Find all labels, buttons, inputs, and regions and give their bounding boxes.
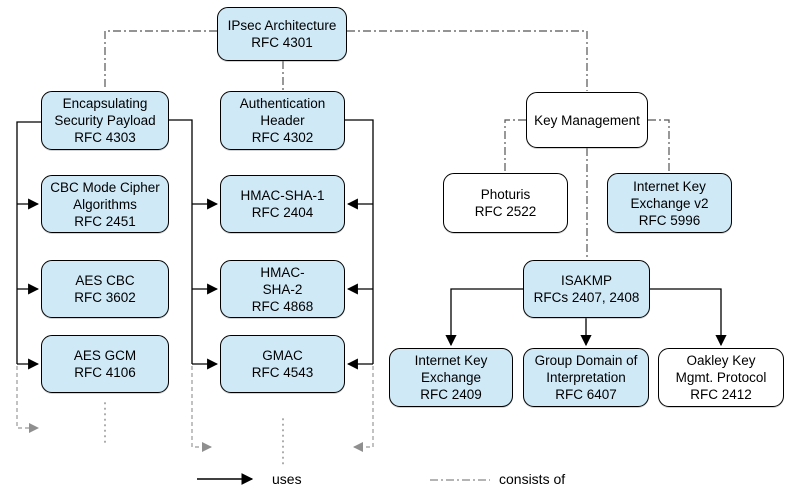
node-rfc: RFC 4543 xyxy=(251,365,314,380)
edge-isakmp-oakley-uses xyxy=(650,288,727,347)
node-label: GMAC xyxy=(262,348,303,363)
node-aes-cbc: AES CBC RFC 3602 xyxy=(41,260,169,318)
legend-uses-label: uses xyxy=(272,471,302,487)
edge-keymgmt-photuris-consists-of xyxy=(504,119,526,172)
node-label: Security Payload xyxy=(54,113,156,128)
edge-ipsec-esp-consists-of xyxy=(104,30,217,90)
legend-consists-of-label: consists of xyxy=(499,471,566,487)
node-label: IPsec Architecture xyxy=(227,18,337,33)
node-label: Encapsulating xyxy=(62,96,148,111)
node-label: HMAC- xyxy=(260,264,305,280)
continuation-mid-right-spine xyxy=(352,366,374,453)
node-photuris: Photuris RFC 2522 xyxy=(443,173,568,233)
node-label: SHA-2 xyxy=(262,281,303,297)
node-ipsec-architecture: IPsec Architecture RFC 4301 xyxy=(217,7,347,61)
edge-ipsec-keymgmt-consists-of xyxy=(347,30,588,91)
node-ikev2: Internet Key Exchange v2 RFC 5996 xyxy=(607,173,732,233)
node-gmac: GMAC RFC 4543 xyxy=(220,335,345,393)
node-gdoi: Group Domain of Interpretation RFC 6407 xyxy=(523,348,649,407)
node-rfc: RFC 4868 xyxy=(251,298,314,314)
node-cbc-mode-cipher: CBC Mode Cipher Algorithms RFC 2451 xyxy=(41,175,169,233)
node-label: Internet Key xyxy=(414,353,488,368)
node-hmac-sha2: HMAC- SHA-2 RFC 4868 xyxy=(220,260,345,318)
node-label: AES CBC xyxy=(75,273,135,288)
continuation-left-spine xyxy=(16,366,40,434)
node-rfc: RFC 5996 xyxy=(638,212,701,228)
node-label: Authentication xyxy=(239,96,326,111)
node-label: ISAKMP xyxy=(560,273,612,288)
node-aes-gcm: AES GCM RFC 4106 xyxy=(41,335,169,393)
node-isakmp: ISAKMP RFCs 2407, 2408 xyxy=(523,260,650,318)
node-label: Key Management xyxy=(534,112,640,128)
node-rfc: RFC 6407 xyxy=(555,387,617,402)
node-rfc: RFCs 2407, 2408 xyxy=(533,290,640,305)
node-authentication-header: Authentication Header RFC 4302 xyxy=(220,91,345,150)
node-hmac-sha1: HMAC-SHA-1 RFC 2404 xyxy=(220,175,345,233)
node-key-management: Key Management xyxy=(526,92,648,148)
node-rfc: RFC 4301 xyxy=(251,35,313,50)
node-label: Header xyxy=(260,113,305,128)
node-label: Photuris xyxy=(480,187,531,202)
node-ike: Internet Key Exchange RFC 2409 xyxy=(389,348,513,407)
node-rfc: RFC 4106 xyxy=(74,365,136,380)
node-rfc: RFC 2409 xyxy=(420,387,482,402)
node-esp: Encapsulating Security Payload RFC 4303 xyxy=(41,91,169,150)
edge-auth-right-spine xyxy=(345,119,374,364)
node-label: HMAC-SHA-1 xyxy=(240,188,325,203)
node-label: CBC Mode Cipher xyxy=(50,179,160,195)
node-rfc: RFC 2412 xyxy=(690,387,752,402)
node-label: Group Domain of xyxy=(534,353,638,368)
node-oakley: Oakley Key Mgmt. Protocol RFC 2412 xyxy=(658,348,784,407)
node-label: Interpretation xyxy=(546,370,626,385)
node-label: Internet Key xyxy=(633,178,706,194)
node-rfc: RFC 2522 xyxy=(474,204,537,219)
node-label: Mgmt. Protocol xyxy=(675,370,767,385)
node-label: Oakley Key xyxy=(686,353,756,368)
node-rfc: RFC 3602 xyxy=(74,290,136,305)
edge-esp-left-spine xyxy=(16,121,41,364)
edge-esp-right-spine xyxy=(169,119,193,364)
node-label: Algorithms xyxy=(73,196,137,212)
continuation-mid-left-spine xyxy=(191,366,213,453)
node-rfc: RFC 4302 xyxy=(251,130,314,145)
node-rfc: RFC 2451 xyxy=(74,213,136,229)
edge-keymgmt-ikev2-consists-of xyxy=(648,119,670,172)
node-rfc: RFC 4303 xyxy=(74,130,136,145)
edge-isakmp-ike-uses xyxy=(445,288,523,347)
node-label: Exchange v2 xyxy=(630,195,709,211)
node-label: AES GCM xyxy=(73,348,137,363)
node-label: Exchange xyxy=(420,370,482,385)
node-rfc: RFC 2404 xyxy=(251,205,314,220)
